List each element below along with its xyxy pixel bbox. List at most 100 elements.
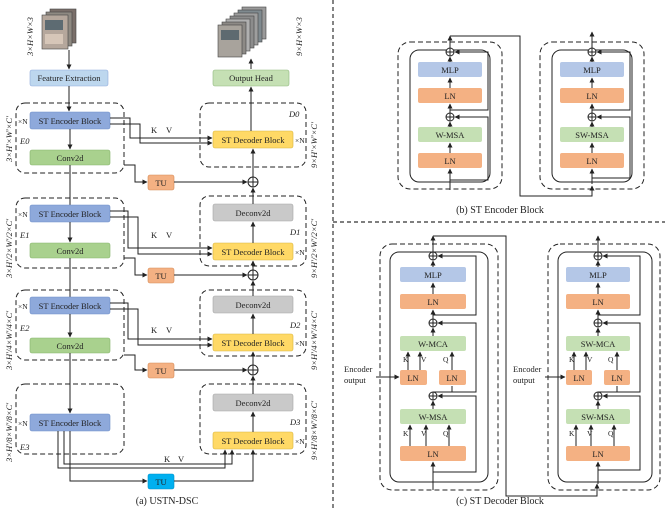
encoder-dim-label: 3×H′×W′×C′ (4, 116, 14, 163)
ln-box (560, 88, 624, 103)
ln-box (418, 88, 482, 103)
repeat-label: ×N (295, 339, 305, 348)
decoder-dim-label: 9×H′/2×W′/2×C′ (309, 219, 319, 278)
mlp-box (418, 62, 482, 77)
stage-label: D0 (288, 109, 300, 119)
ln-label: LN (611, 373, 622, 383)
sw-mca-label: SW-MCA (581, 339, 616, 349)
repeat-label: ×N (18, 210, 28, 219)
ln-box (400, 446, 466, 461)
sw-mca-box (566, 336, 630, 351)
conv2d-label: Conv2d (57, 341, 85, 351)
q-label: Q (443, 429, 449, 438)
v-label: V (166, 125, 173, 135)
v-label: V (587, 355, 593, 364)
w-msa-box (400, 409, 466, 424)
st-encoder-label: ST Encoder Block (39, 418, 102, 428)
w-msa-box (418, 127, 482, 142)
w-mca-label: W-MCA (418, 339, 449, 349)
v-label: V (587, 429, 593, 438)
input-dim-label: 3×H×W×3 (25, 17, 35, 57)
q-label: Q (443, 355, 449, 364)
mlp-box (400, 267, 466, 282)
caption-b: (b) ST Encoder Block (456, 205, 544, 216)
decoder-stage-2: Deconv2d ST Decoder Block ×N D2 9×H′/4×W… (199, 289, 319, 370)
deconv2d-label: Deconv2d (236, 398, 272, 408)
ln-label: LN (446, 373, 457, 383)
caption-c: (c) ST Decoder Block (456, 496, 544, 507)
ln-box (566, 446, 630, 461)
encoder-output-label: output (513, 375, 535, 385)
deconv2d-label: Deconv2d (236, 300, 272, 310)
encoder-output-label: Encoder (513, 364, 541, 374)
ln-box (400, 294, 466, 309)
v-label: V (421, 429, 427, 438)
ln-label: LN (573, 373, 584, 383)
output-head-label: Output Head (229, 73, 273, 83)
encoder-stage-0: ST Encoder Block ×N Conv2d E0 3×H′×W′×C′ (4, 102, 125, 174)
st-encoder-label: ST Encoder Block (39, 116, 102, 126)
st-decoder-label: ST Decoder Block (221, 135, 285, 145)
mlp-label: MLP (424, 270, 442, 280)
w-mca-box (400, 336, 466, 351)
encoder-stage-1: ST Encoder Block ×N Conv2d E1 3×H′/2×W′/… (4, 197, 125, 279)
panel-st-encoder-block: MLP LN W-MSA LN MLP LN SW-MSA LN (397, 31, 645, 216)
stage-label: E0 (19, 136, 30, 146)
stage-label: D2 (289, 320, 301, 330)
repeat-label: ×N (18, 117, 28, 126)
st-encoder-label: ST Encoder Block (39, 301, 102, 311)
mlp-label: MLP (589, 270, 607, 280)
encoder-dim-label: 3×H′/2×W′/2×C′ (4, 219, 14, 279)
ln-label: LN (592, 449, 603, 459)
q-label: Q (608, 355, 614, 364)
encoder-output-label: output (344, 375, 366, 385)
decoder-dim-label: 9×H′/8×W′/8×C′ (309, 401, 319, 460)
tu-label: TU (155, 366, 166, 376)
k-label: K (151, 125, 158, 135)
v-label: V (421, 355, 427, 364)
stage-label: E3 (19, 442, 29, 452)
encoder-stage-2: ST Encoder Block ×N Conv2d E2 3×H′/4×W′/… (4, 289, 125, 371)
mlp-label: MLP (583, 65, 601, 75)
output-frames-image (217, 6, 267, 58)
ln-label: LN (427, 449, 438, 459)
input-frames-image (41, 8, 77, 50)
v-label: V (166, 325, 173, 335)
sw-msa-box (566, 409, 630, 424)
conv2d-label: Conv2d (57, 153, 85, 163)
sum-node (247, 176, 259, 188)
ln-label: LN (444, 91, 455, 101)
k-label: K (569, 429, 575, 438)
encoder-dim-label: 3×H′/4×W′/4×C′ (4, 311, 14, 371)
k-label: K (151, 325, 158, 335)
decoder-dim-label: 9×H′×W′×C′ (309, 122, 319, 168)
sw-msa-box (560, 127, 624, 142)
repeat-label: ×N (18, 419, 28, 428)
decoder-stage-3: Deconv2d ST Decoder Block ×N D3 9×H′/8×W… (199, 383, 319, 460)
mlp-box (560, 62, 624, 77)
sum-node (247, 269, 259, 281)
w-msa-label: W-MSA (419, 412, 449, 422)
k-label: K (403, 355, 409, 364)
encoder-dim-label: 3×H′/8×W′/8×C′ (4, 403, 14, 463)
repeat-label: ×N (295, 248, 305, 257)
stage-label: E2 (19, 323, 30, 333)
stage-label: D3 (289, 417, 300, 427)
repeat-label: ×N (18, 302, 28, 311)
ln-label: LN (586, 91, 597, 101)
conv2d-label: Conv2d (57, 246, 85, 256)
k-label: K (151, 230, 158, 240)
ln-label: LN (407, 373, 418, 383)
v-label: V (178, 454, 185, 464)
repeat-label: ×N (295, 437, 305, 446)
ln-label: LN (444, 156, 455, 166)
repeat-label: ×N (295, 136, 305, 145)
sw-msa-label: SW-MSA (575, 130, 609, 140)
sum-node (247, 364, 259, 376)
panel-st-decoder-block: MLP LN W-MCA LN LN K V Q W-MSA LN K V Q (344, 235, 661, 507)
k-label: K (569, 355, 575, 364)
output-dim-label: 9×H×W×3 (294, 17, 304, 56)
st-decoder-block (212, 130, 294, 149)
st-encoder-label: ST Encoder Block (39, 209, 102, 219)
